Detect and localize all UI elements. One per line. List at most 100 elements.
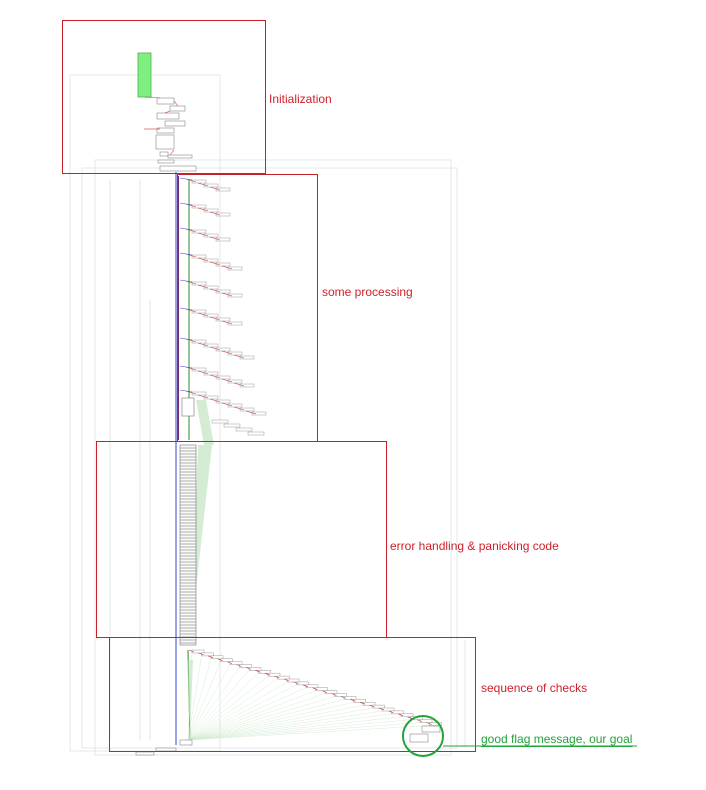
check-fail-edge: [187, 684, 297, 741]
processing-node: [223, 423, 241, 428]
processing-edge: [197, 394, 209, 399]
check-fail-edge: [187, 655, 202, 741]
check-edge: [378, 707, 385, 711]
processing-edge: [221, 378, 233, 383]
goal-nodes: [135, 725, 441, 756]
processing-node: [211, 419, 229, 424]
check-fail-edge: [187, 652, 193, 741]
check-node: [419, 719, 433, 723]
processing-edge: [221, 320, 233, 325]
error-stack: [179, 444, 197, 646]
check-edge: [293, 681, 299, 685]
check-node: [353, 699, 366, 703]
check-fail-edge: [187, 667, 240, 741]
region-label-error-handling: error handling & panicking code: [390, 539, 559, 553]
check-fail-edge: [187, 673, 259, 741]
check-edge: [321, 690, 328, 693]
check-edge: [274, 675, 280, 679]
check-edge: [255, 670, 261, 673]
check-edge: [198, 652, 204, 656]
processing-edge: [209, 211, 221, 216]
check-fail-edge: [187, 678, 278, 741]
region-label-initialization: Initialization: [269, 92, 332, 106]
check-node: [324, 690, 338, 694]
check-node: [315, 687, 328, 691]
processing-branch-edge: [179, 279, 193, 283]
processing-edge: [233, 406, 245, 411]
processing-edge: [197, 370, 209, 375]
check-fail-edge: [187, 725, 430, 741]
processing-node: [227, 266, 243, 271]
processing-block: [181, 397, 195, 417]
check-edge: [388, 710, 394, 714]
entry-block: [137, 52, 152, 98]
region-label-processing: some processing: [322, 285, 413, 299]
region-checks-box: [109, 637, 476, 752]
check-edge: [245, 667, 252, 670]
processing-node: [239, 355, 255, 360]
check-sequence: [187, 649, 442, 741]
check-node: [191, 649, 205, 654]
check-edge: [207, 655, 214, 659]
check-fail-edge: [187, 710, 383, 741]
check-node: [381, 707, 395, 712]
check-node: [239, 664, 252, 668]
processing-branch-edge: [179, 227, 193, 231]
init-edges: [144, 96, 179, 156]
check-node: [267, 672, 281, 677]
processing-node: [215, 237, 231, 242]
processing-node: [235, 427, 253, 432]
check-node: [258, 670, 271, 674]
processing-edge: [209, 346, 221, 351]
check-fail-edge: [187, 676, 269, 741]
init-nodes: [155, 97, 197, 172]
check-edge: [331, 693, 337, 696]
check-fail-edge: [187, 719, 411, 741]
check-node: [201, 652, 214, 657]
processing-edge: [197, 232, 209, 237]
processing-edge: [221, 350, 233, 355]
region-label-checks: sequence of checks: [481, 681, 588, 695]
processing-branch-edge: [179, 337, 193, 341]
processing-edge: [209, 288, 221, 293]
check-fail-edge: [187, 681, 288, 741]
processing-branch-edge: [179, 177, 193, 181]
processing-edge: [197, 284, 209, 289]
processing-node: [247, 431, 265, 436]
processing-edge: [221, 265, 233, 270]
check-fail-edge: [187, 661, 221, 741]
check-fail-edge: [187, 664, 231, 741]
processing-edge: [209, 236, 221, 241]
processing-node: [215, 187, 231, 192]
check-fail-edge: [187, 696, 335, 741]
check-fail-edge: [187, 687, 307, 741]
processing-edge: [245, 410, 257, 415]
check-edge: [302, 684, 309, 688]
check-edge: [340, 696, 347, 699]
goal-label: good flag message, our goal: [481, 732, 633, 746]
check-edge: [236, 664, 242, 667]
background-edges: [69, 74, 466, 756]
processing-edge: [197, 182, 209, 187]
processing-node: [227, 321, 243, 326]
check-node: [296, 681, 309, 686]
check-fail-edge: [187, 716, 402, 741]
processing-edge: [197, 342, 209, 347]
check-edge: [397, 713, 404, 717]
processing-node: [251, 411, 267, 416]
processing-branch-edge: [179, 389, 193, 393]
check-node: [372, 704, 385, 709]
processing-branch-edge: [179, 365, 193, 369]
check-node: [362, 701, 376, 706]
processing-branch-edge: [179, 307, 193, 311]
check-fail-edge: [187, 705, 364, 741]
check-node: [391, 710, 404, 715]
check-edge: [369, 704, 375, 708]
processing-node: [227, 293, 243, 298]
check-node: [248, 667, 262, 671]
check-fail-edge: [187, 658, 212, 741]
check-node: [210, 655, 224, 660]
check-edge: [416, 719, 423, 722]
check-fail-edge: [187, 722, 421, 741]
